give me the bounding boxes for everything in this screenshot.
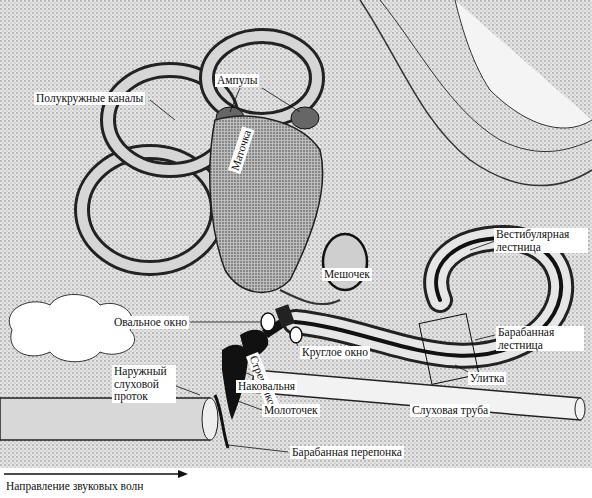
part-label: Наковальня	[236, 380, 297, 393]
part-label: Наружный слуховой проток	[112, 365, 176, 403]
part-label: Барабанная перепонка	[290, 446, 404, 459]
direction-label: Направление звуковых волн	[4, 480, 145, 493]
part-label: Барабанная лестница	[496, 326, 584, 351]
part-label: Ампулы	[215, 74, 259, 87]
part-label: Овальное окно	[112, 316, 189, 329]
part-label: Молоточек	[262, 404, 320, 417]
part-label: Полукружные каналы	[34, 92, 145, 105]
part-label: Мешочек	[322, 268, 372, 281]
part-label: Слуховая труба	[410, 404, 490, 417]
part-label: Вестибулярная лестница	[494, 228, 588, 253]
part-label: Улитка	[468, 372, 506, 385]
part-label: Круглое окно	[300, 346, 370, 359]
